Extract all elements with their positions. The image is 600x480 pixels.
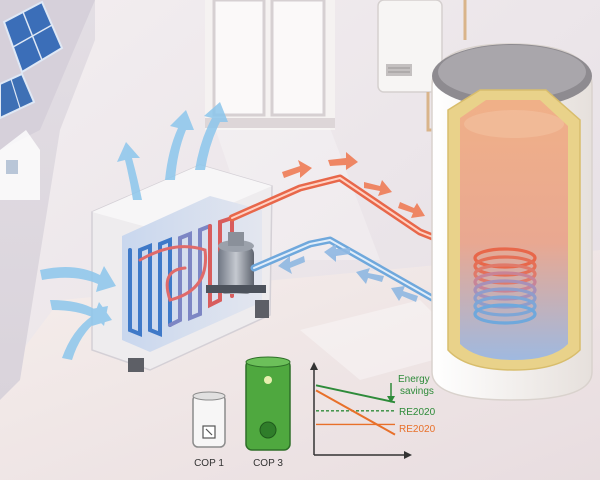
series-line-1: [315, 384, 396, 404]
floor-light: [300, 300, 470, 380]
air-flow-arrow-icon: [117, 142, 142, 200]
cold-flow-arrow-icon: [356, 268, 384, 284]
storage-tank: [431, 43, 593, 401]
hot-flow-arrow-icon: [364, 180, 392, 196]
tank-interior: [460, 100, 568, 360]
tank-coil: [473, 247, 537, 325]
label-re2020-green: RE2020: [399, 407, 436, 418]
label-cop3: COP 3: [253, 458, 283, 469]
solar-panel-icon: [0, 0, 64, 120]
air-flow-arrow-icon: [62, 306, 108, 360]
compressor: [206, 232, 266, 294]
hot-flow-arrow-icon: [282, 160, 312, 178]
cold-flow-arrow-icon: [278, 256, 305, 274]
hot-flow-arrows: [282, 152, 425, 218]
air-flow-arrow-icon: [195, 102, 228, 170]
energy-chart: [310, 362, 412, 459]
series-line-2: [315, 389, 396, 436]
cold-flow-arrow-icon: [324, 244, 350, 262]
heat-pump-tank-icon: [245, 356, 291, 451]
hot-flow-arrow-icon: [328, 152, 358, 170]
electric-heater-icon: [192, 391, 226, 448]
air-flow-arrow-icon: [40, 266, 116, 292]
air-flow-arrows: [40, 102, 228, 360]
label-energy-line2: savings: [400, 386, 434, 397]
cold-flow-arrow-icon: [391, 286, 418, 302]
label-energy-line1: Energy: [398, 374, 430, 385]
label-re2020-orange: RE2020: [399, 424, 436, 435]
window: [205, 0, 335, 130]
label-cop1: COP 1: [194, 458, 224, 469]
hot-flow-arrow-icon: [398, 202, 425, 218]
house-silhouette: [0, 130, 40, 200]
cold-flow-arrows: [278, 244, 418, 302]
air-flow-arrow-icon: [165, 110, 194, 180]
